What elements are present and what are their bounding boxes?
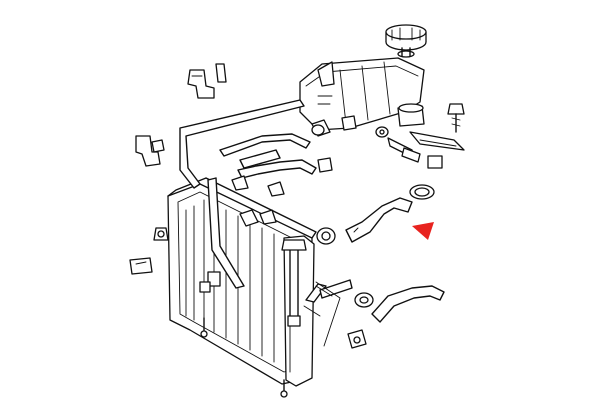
left-bolt — [153, 227, 169, 241]
drain-pipe — [281, 239, 307, 327]
lower-left-hose — [207, 177, 245, 289]
mounting-bracket-top-left — [187, 63, 227, 99]
curved-hose-upper — [219, 133, 311, 157]
left-clip — [135, 135, 165, 167]
small-clamp-right — [427, 155, 443, 169]
rubber-mount — [397, 103, 425, 127]
leader-lines — [315, 281, 341, 347]
lower-hose-clamp-top — [354, 292, 374, 308]
expansion-tank-cap — [385, 24, 427, 58]
hose-clamps-upper — [231, 119, 333, 197]
short-hose-segment — [239, 149, 281, 169]
mounting-bolt — [447, 103, 465, 133]
upper-bleed-hose — [179, 99, 305, 189]
left-mounting-rubber — [129, 257, 153, 275]
bypass-hose — [303, 279, 353, 317]
hose-clamp-upper-right — [409, 184, 435, 200]
lower-hose-clamp-bottom — [347, 329, 367, 349]
top-radiator-hose — [345, 197, 413, 243]
sensor-bolt — [387, 137, 421, 163]
hose-clamp-lower-left — [316, 227, 336, 245]
lower-radiator-hose — [371, 285, 445, 323]
washer — [375, 126, 389, 138]
highlight-arrow — [412, 222, 434, 240]
hose-to-radiator-top — [237, 159, 317, 179]
tank-mounting-bracket — [409, 131, 465, 151]
